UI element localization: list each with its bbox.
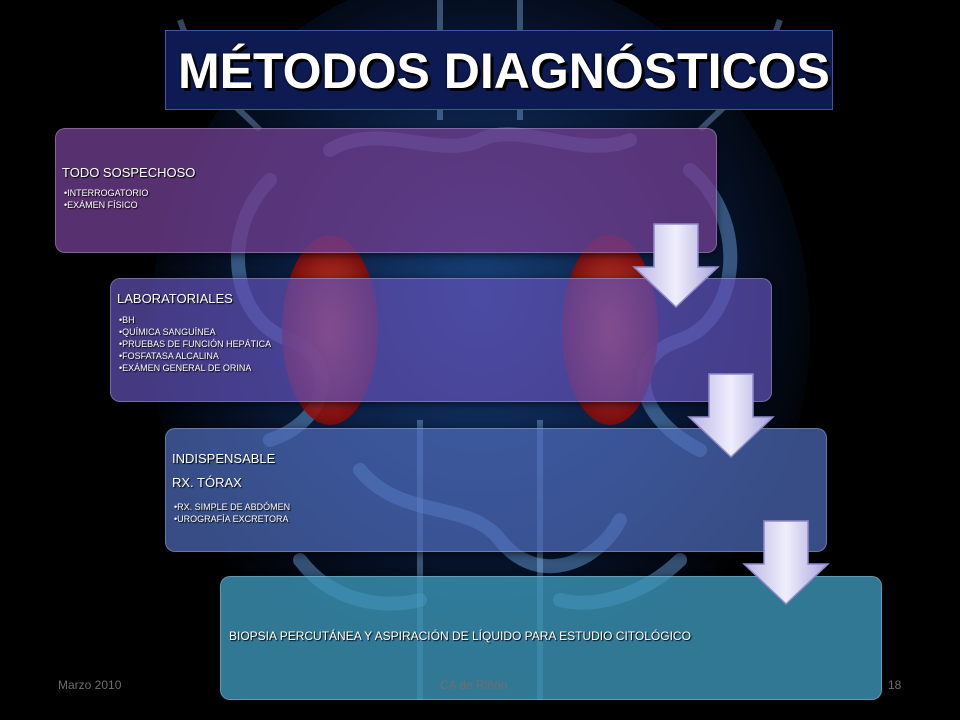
bullet-list: •BH •QUÍMICA SANGUÍNEA •PRUEBAS DE FUNCI… <box>119 314 271 374</box>
list-item: •EXÁMEN FÍSICO <box>64 200 138 210</box>
step-laboratoriales: LABORATORIALES •BH •QUÍMICA SANGUÍNEA •P… <box>110 278 772 402</box>
list-item: •RX. SIMPLE DE ABDÓMEN <box>174 502 291 512</box>
footer-center: CA de Riñón <box>440 678 508 692</box>
bullet-list: •INTERROGATORIO •EXÁMEN FÍSICO <box>64 187 148 211</box>
list-item: •BH <box>119 315 135 325</box>
step-biopsia: BIOPSIA PERCUTÁNEA Y ASPIRACIÓN DE LÍQUI… <box>220 576 882 700</box>
step-subheading: RX. TÓRAX <box>172 475 242 490</box>
step-heading: TODO SOSPECHOSO <box>62 165 196 180</box>
down-arrow-icon <box>632 223 720 309</box>
list-item: •INTERROGATORIO <box>64 188 149 198</box>
list-item: •PRUEBAS DE FUNCIÓN HEPÁTICA <box>119 339 272 349</box>
list-item: •UROGRAFÍA EXCRETORA <box>174 514 289 524</box>
slide-title: MÉTODOS DIAGNÓSTICOS <box>178 43 830 99</box>
list-item: •QUÍMICA SANGUÍNEA <box>119 327 216 337</box>
list-item: •EXÁMEN GENERAL DE ORINA <box>119 363 252 373</box>
step-indispensable: INDISPENSABLE RX. TÓRAX •RX. SIMPLE DE A… <box>165 428 827 552</box>
page-number: 18 <box>888 678 902 692</box>
down-arrow-icon <box>687 373 775 459</box>
step-heading: INDISPENSABLE <box>172 451 276 466</box>
list-item: •FOSFATASA ALCALINA <box>119 351 219 361</box>
footer-date: Marzo 2010 <box>58 678 122 692</box>
step-heading: LABORATORIALES <box>117 291 233 306</box>
title-box: MÉTODOS DIAGNÓSTICOS <box>165 30 833 110</box>
step-todo-sospechoso: TODO SOSPECHOSO •INTERROGATORIO •EXÁMEN … <box>55 128 717 253</box>
down-arrow-icon <box>742 520 830 606</box>
step-heading: BIOPSIA PERCUTÁNEA Y ASPIRACIÓN DE LÍQUI… <box>229 629 691 643</box>
bullet-list: •RX. SIMPLE DE ABDÓMEN •UROGRAFÍA EXCRET… <box>174 501 290 525</box>
